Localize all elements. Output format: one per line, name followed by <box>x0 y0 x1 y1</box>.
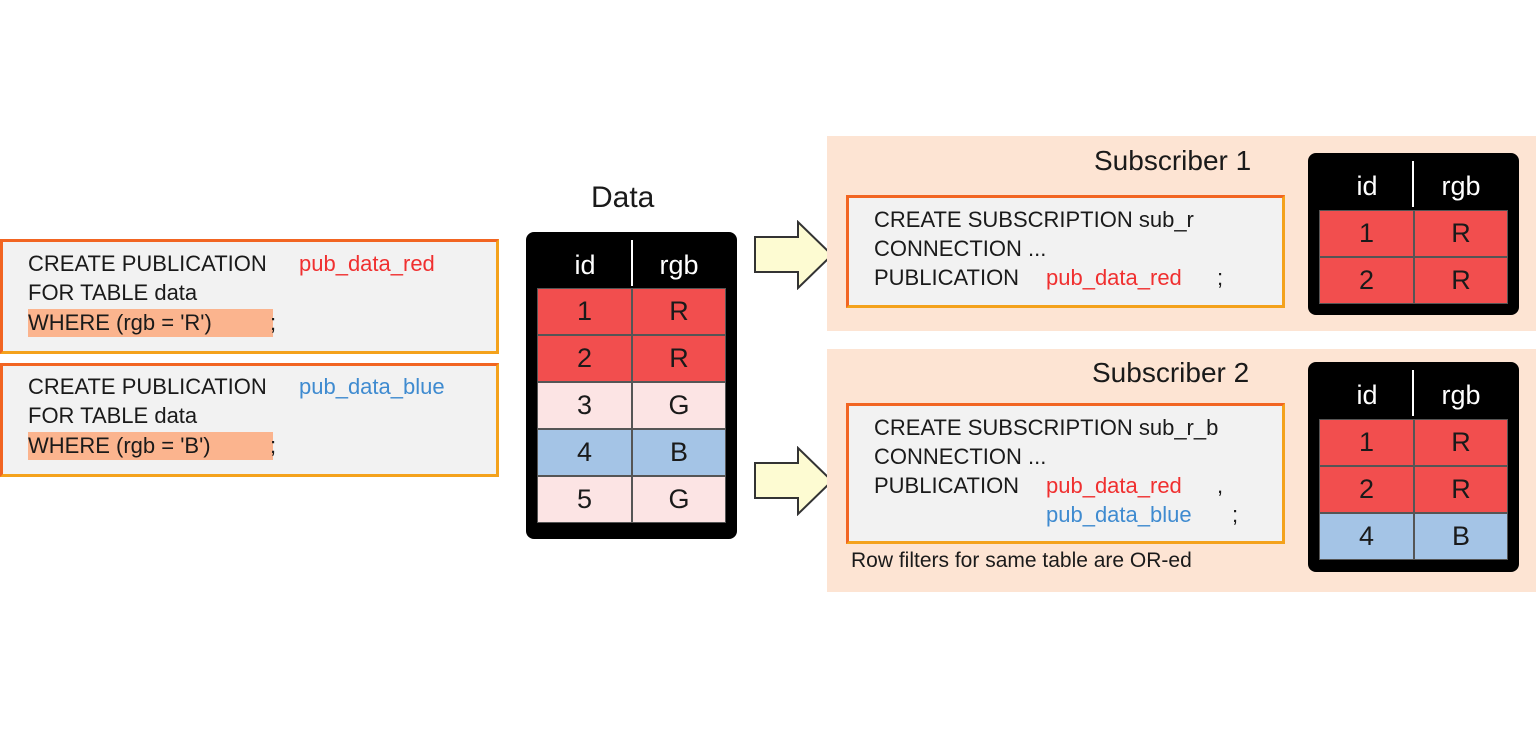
sub2-table-cell-id: 4 <box>1319 513 1414 560</box>
or-ed-note: Row filters for same table are OR-ed <box>851 549 1192 572</box>
arrow-right-icon <box>754 220 834 290</box>
data-table-cell-id: 2 <box>537 335 632 382</box>
sub2-semicolon: ; <box>1232 502 1239 527</box>
pub-red-create-label: CREATE PUBLICATION <box>28 251 267 276</box>
subscriber-2-title: Subscriber 2 <box>1092 357 1250 388</box>
data-table-cell-id: 1 <box>537 288 632 335</box>
sub2-table-cell-rgb: R <box>1414 466 1508 513</box>
subscriber-2-panel: Subscriber 2 CREATE SUBSCRIPTION sub_r_b… <box>827 349 1536 592</box>
sub1-table-header-id: id <box>1356 171 1378 201</box>
pub-red-semicolon: ; <box>270 310 277 335</box>
sub1-table-cell-id: 1 <box>1319 210 1414 257</box>
sub1-table-cell-rgb: R <box>1414 257 1508 304</box>
sub1-create-line: CREATE SUBSCRIPTION sub_r <box>874 207 1194 232</box>
sub1-connection-line: CONNECTION ... <box>874 236 1047 261</box>
sub2-table-header-id: id <box>1356 380 1378 410</box>
sub2-table-header-divider <box>1412 370 1414 416</box>
data-table-header-rgb: rgb <box>659 250 699 280</box>
data-table-header-id: id <box>574 250 596 280</box>
pub-blue-where-clause: WHERE (rgb = 'B') <box>28 433 211 458</box>
data-table-cell-rgb: R <box>632 335 726 382</box>
sub2-create-line: CREATE SUBSCRIPTION sub_r_b <box>874 415 1219 440</box>
data-table-cell-rgb: G <box>632 476 726 523</box>
subscription-1-code-box: CREATE SUBSCRIPTION sub_r CONNECTION ...… <box>846 195 1285 308</box>
sub1-publication-label: PUBLICATION <box>874 265 1020 290</box>
pub-red-for-table: FOR TABLE data <box>28 280 198 305</box>
sub2-table-cell-id: 2 <box>1319 466 1414 513</box>
publication-blue-box: CREATE PUBLICATION pub_data_blue FOR TAB… <box>0 363 499 477</box>
pub-blue-semicolon: ; <box>270 433 277 458</box>
subscriber-1-title: Subscriber 1 <box>1094 145 1252 176</box>
sub1-table-cell-id: 2 <box>1319 257 1414 304</box>
publication-red-box: CREATE PUBLICATION pub_data_red FOR TABL… <box>0 239 499 354</box>
data-table-header-divider <box>631 240 633 286</box>
data-table-cell-id: 5 <box>537 476 632 523</box>
pub-blue-for-table: FOR TABLE data <box>28 403 198 428</box>
sub2-pub-red: pub_data_red <box>1046 473 1182 498</box>
sub2-publication-label: PUBLICATION <box>874 473 1020 498</box>
data-table-cell-id: 3 <box>537 382 632 429</box>
sub1-table-cell-rgb: R <box>1414 210 1508 257</box>
pub-blue-name: pub_data_blue <box>299 374 445 399</box>
data-table-cell-rgb: B <box>632 429 726 476</box>
sub2-connection-line: CONNECTION ... <box>874 444 1047 469</box>
pub-blue-create-label: CREATE PUBLICATION <box>28 374 267 399</box>
sub1-pub-red: pub_data_red <box>1046 265 1182 290</box>
arrow-right-icon <box>754 446 834 516</box>
subscriber-1-panel: Subscriber 1 CREATE SUBSCRIPTION sub_r C… <box>827 136 1536 331</box>
sub2-table-cell-id: 1 <box>1319 419 1414 466</box>
pub-red-where-clause: WHERE (rgb = 'R') <box>28 310 212 335</box>
data-table-title: Data <box>591 181 655 214</box>
sub2-table-cell-rgb: B <box>1414 513 1508 560</box>
data-table-cell-id: 4 <box>537 429 632 476</box>
sub1-semicolon: ; <box>1217 265 1224 290</box>
subscription-2-code-box: CREATE SUBSCRIPTION sub_r_b CONNECTION .… <box>846 403 1285 544</box>
sub1-table-header-divider <box>1412 161 1414 207</box>
pub-blue-where-highlight <box>28 432 273 460</box>
sub2-pub-blue: pub_data_blue <box>1046 502 1192 527</box>
data-table-cell-rgb: G <box>632 382 726 429</box>
pub-red-name: pub_data_red <box>299 251 435 276</box>
sub2-table-header-rgb: rgb <box>1441 380 1481 410</box>
sub1-table-header-rgb: rgb <box>1441 171 1481 201</box>
pub-red-where-highlight <box>28 309 273 337</box>
sub2-comma: , <box>1217 473 1224 498</box>
sub2-table-cell-rgb: R <box>1414 419 1508 466</box>
data-table-cell-rgb: R <box>632 288 726 335</box>
